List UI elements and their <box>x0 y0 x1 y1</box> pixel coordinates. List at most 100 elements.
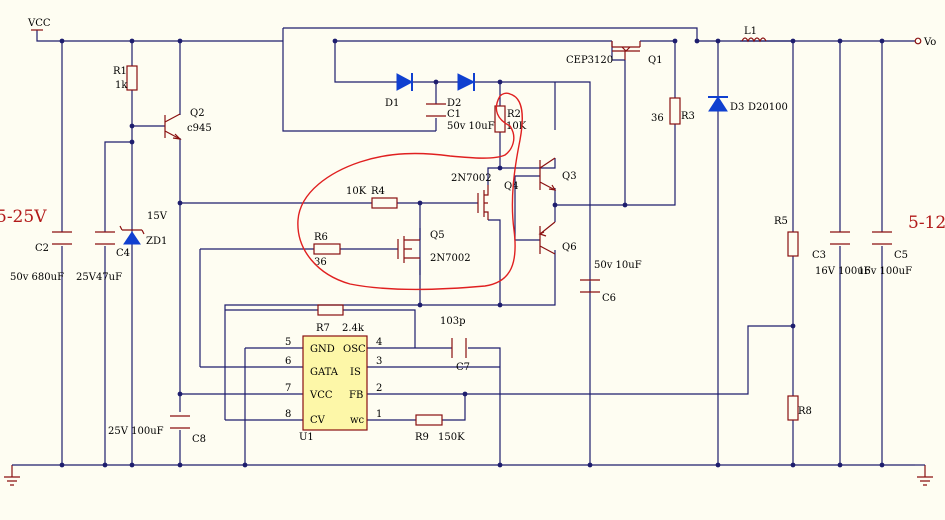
u1-pin-osc: OSC <box>343 344 366 355</box>
r9-ref: R9 <box>415 432 429 443</box>
resistor-r1: R1 1k <box>113 65 138 91</box>
c6-ref: C6 <box>602 293 616 304</box>
u1-pin-vcc: VCC <box>309 390 333 401</box>
q4-value: 2N7002 <box>451 173 492 184</box>
resistor-r3: 36 R3 <box>651 97 695 125</box>
mosfet-q4: 2N7002 Q4 <box>451 173 519 220</box>
junction-dots <box>59 38 885 468</box>
ground-symbol-left <box>4 464 37 486</box>
ic-u1: U1 5 GND 6 GATA 7 VCC 8 CV 4 OSC 3 IS 2 … <box>285 335 382 443</box>
capacitor-c8: C8 25V 100uF <box>108 415 206 445</box>
c3-ref: C3 <box>812 250 826 261</box>
wires <box>36 27 915 466</box>
u1-pin-6-num: 6 <box>285 356 291 367</box>
transistor-q6: Q6 <box>538 221 577 255</box>
resistor-r2: R2 10K <box>494 105 527 133</box>
capacitor-c5: C5 16v 100uF <box>858 231 912 277</box>
diode-d1: D1 <box>385 73 414 109</box>
c6-value: 50v 10uF <box>594 260 642 271</box>
c1-ref: C1 <box>447 109 461 120</box>
mosfet-q1: CEP3120 Q1 <box>566 41 663 66</box>
c7-ref: C7 <box>456 362 470 373</box>
inductor-l1: L1 <box>741 26 767 43</box>
resistor-r8: R8 <box>787 395 812 421</box>
c4-ref: C4 <box>116 248 130 259</box>
u1-pin-7-num: 7 <box>285 383 291 394</box>
transistor-q3: Q3 <box>539 157 577 191</box>
u1-pin-cv: CV <box>310 415 326 426</box>
zd1-ref: ZD1 <box>146 236 167 247</box>
d3-ref: D3 <box>730 102 744 113</box>
u1-pin-4-num: 4 <box>376 337 382 348</box>
ground-symbol-right <box>915 464 933 486</box>
diode-d3: D3 D20100 <box>708 96 788 113</box>
vcc-symbol: VCC <box>27 18 51 31</box>
d2-ref: D2 <box>447 98 461 109</box>
resistor-r5: R5 <box>774 216 799 257</box>
resistor-r4: 10K R4 <box>346 186 398 209</box>
resistor-r6: R6 36 <box>313 232 341 268</box>
c4-value: 25V47uF <box>76 272 122 283</box>
q3-ref: Q3 <box>562 171 577 182</box>
diode-d2: D2 <box>447 73 476 109</box>
capacitor-c7: 103p C7 <box>440 316 470 373</box>
r6-value: 36 <box>314 257 327 268</box>
u1-pin-1-num: 1 <box>376 409 382 420</box>
u1-pin-2-num: 2 <box>376 383 382 394</box>
zd1-value: 15V <box>147 211 168 222</box>
c2-ref: C2 <box>35 243 49 254</box>
output-range-label: 5-12V <box>908 213 945 233</box>
l1-ref: L1 <box>744 26 757 37</box>
r9-value: 150K <box>438 432 465 443</box>
r6-ref: R6 <box>314 232 328 243</box>
u1-pin-fb: FB <box>349 390 363 401</box>
q5-value: 2N7002 <box>430 253 471 264</box>
r4-ref: R4 <box>371 186 385 197</box>
q2-ref: Q2 <box>190 108 205 119</box>
r3-ref: R3 <box>681 111 695 122</box>
q4-ref: Q4 <box>504 181 519 192</box>
c2-value: 50v 680uF <box>10 272 64 283</box>
u1-pin-5-num: 5 <box>285 337 291 348</box>
r4-value: 10K <box>346 186 367 197</box>
capacitor-c3: C3 16V 100uF <box>812 231 871 277</box>
q2-value: c945 <box>187 123 212 134</box>
c3-value: 16V 100uF <box>815 266 871 277</box>
q1-ref: Q1 <box>648 55 663 66</box>
r8-ref: R8 <box>798 406 812 417</box>
u1-pin-8-num: 8 <box>285 409 291 420</box>
r1-ref: R1 <box>113 66 127 77</box>
u1-pin-wc: wc <box>350 415 365 426</box>
q5-ref: Q5 <box>430 230 445 241</box>
r3-value: 36 <box>651 113 664 124</box>
capacitor-c4: C4 25V47uF <box>76 231 130 283</box>
q6-ref: Q6 <box>562 242 577 253</box>
d1-ref: D1 <box>385 98 399 109</box>
u1-pin-3-num: 3 <box>376 356 382 367</box>
zener-zd1: 15V ZD1 <box>119 211 168 247</box>
u1-ref: U1 <box>299 432 314 443</box>
r1-value: 1k <box>115 80 128 91</box>
r2-value: 10K <box>506 121 527 132</box>
transistor-q2: Q2 c945 <box>164 108 212 140</box>
red-markup-outline <box>297 92 523 291</box>
c5-value: 16v 100uF <box>858 266 912 277</box>
u1-pin-gnd: GND <box>310 344 335 355</box>
vo-label: Vo <box>923 37 936 48</box>
vo-terminal: Vo <box>914 37 936 48</box>
mosfet-q5: Q5 2N7002 <box>397 230 471 264</box>
d3-value: D20100 <box>748 102 788 113</box>
u1-pin-gata: GATA <box>310 367 339 378</box>
c8-ref: C8 <box>192 434 206 445</box>
q1-value: CEP3120 <box>566 55 613 66</box>
r2-ref: R2 <box>507 109 521 120</box>
c7-value: 103p <box>440 316 466 327</box>
c8-value: 25V 100uF <box>108 426 164 437</box>
capacitor-c6: 50v 10uF C6 <box>580 260 642 304</box>
u1-pin-is: IS <box>350 367 361 378</box>
c1-value: 50v 10uF <box>447 121 495 132</box>
r7-ref: R7 <box>316 323 330 334</box>
resistor-r9: R9 150K <box>415 414 465 443</box>
